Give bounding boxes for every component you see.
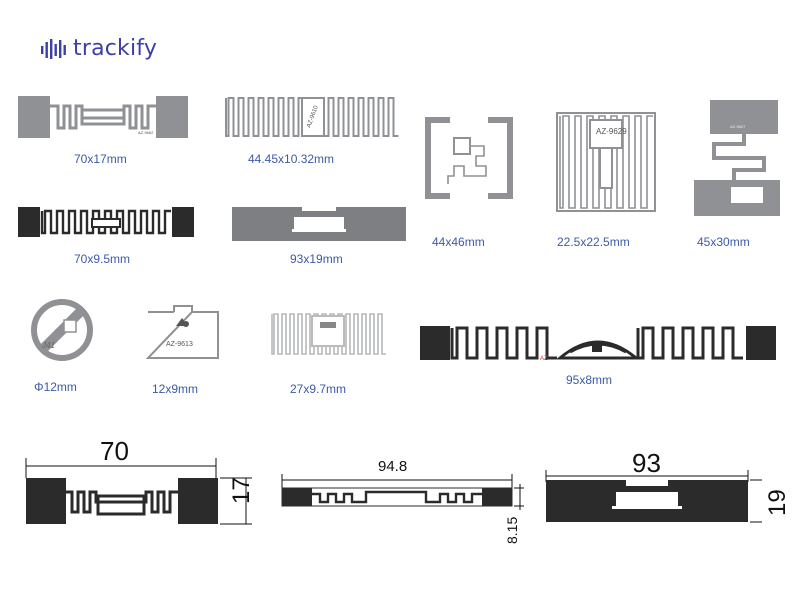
rfid-inlay-93x19 (232, 207, 406, 241)
rfid-inlay-22x22: AZ-9629 (556, 112, 656, 212)
inlay-code: AZ-9627 (730, 124, 746, 129)
dimension-height-3: 19 (764, 489, 791, 516)
dimension-width-3: 93 (632, 448, 661, 478)
dimension-drawing-1 (25, 458, 252, 525)
rfid-inlay-12x9: AZ-9613 (145, 305, 219, 359)
rfid-inlay-27x9 (271, 313, 386, 355)
dimension-drawing-3 (545, 470, 762, 523)
dimension-drawing-2 (281, 474, 524, 510)
caption-44x10: 44.45x10.32mm (248, 152, 335, 166)
inlay-code: AZ-9629 (596, 127, 627, 136)
rfid-inlay-round: J41 (31, 299, 93, 361)
dimension-height-1: 17 (228, 477, 255, 504)
brand-name: trackify (73, 36, 158, 61)
dimension-width-1: 70 (100, 436, 129, 466)
caption-93x19: 93x19mm (290, 252, 343, 266)
rfid-inlay-45x30: AZ-9627 (694, 100, 780, 216)
inlay-code: AZ-9613 (166, 341, 193, 348)
brand-logo: trackify (40, 36, 157, 61)
caption-27x9: 27x9.7mm (290, 382, 347, 396)
caption-44x46: 44x46mm (432, 235, 485, 249)
rfid-inlay-70x17: AZ-9662 (18, 96, 188, 138)
rfid-inlay-95x8: AZ (420, 326, 776, 362)
caption-95x8: 95x8mm (566, 373, 613, 387)
svg-text:AZ: AZ (540, 356, 548, 362)
waveform-icon (41, 38, 66, 59)
caption-round: Φ12mm (34, 380, 77, 394)
caption-12x9: 12x9mm (152, 382, 199, 396)
caption-45x30: 45x30mm (697, 235, 750, 249)
dimension-height-2: 8.15 (504, 516, 520, 544)
inlay-code: J41 (41, 341, 55, 350)
caption-70x9: 70x9.5mm (74, 252, 131, 266)
inlay-code: AZ-9662 (138, 130, 154, 135)
caption-22x22: 22.5x22.5mm (557, 235, 630, 249)
caption-70x17: 70x17mm (74, 152, 127, 166)
rfid-inlay-44x10: AZ-9610 (225, 97, 399, 137)
rfid-inlay-44x46 (425, 117, 513, 199)
dimension-width-2: 94.8 (378, 458, 408, 475)
rfid-inlay-70x9 (18, 207, 194, 237)
